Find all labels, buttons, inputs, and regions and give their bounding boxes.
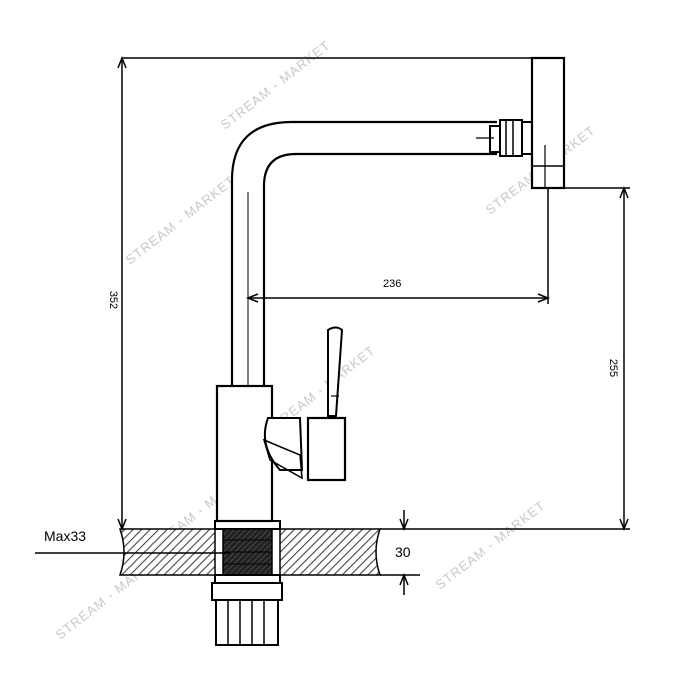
- dimension-label-255: 255: [607, 359, 619, 377]
- dimension-label-352: 352: [107, 291, 119, 309]
- dimension-352: [117, 55, 532, 532]
- watermark-text: STREAM - MARKET: [218, 37, 334, 132]
- dimension-255: [380, 185, 630, 532]
- dimension-label-max33: Max33: [44, 528, 86, 544]
- faucet-spout: [230, 120, 497, 386]
- dimension-236: [245, 188, 551, 304]
- faucet-body: [215, 384, 274, 523]
- dimension-label-236: 236: [383, 278, 401, 290]
- watermark-text: STREAM - MARKET: [433, 497, 549, 592]
- mounting-shank: [211, 520, 283, 646]
- watermark-text: STREAM - MARKET: [123, 172, 239, 267]
- outlet-block: [530, 56, 566, 190]
- lever-handle: [262, 326, 347, 482]
- dimension-30: [380, 510, 420, 595]
- dimension-label-30: 30: [395, 544, 411, 560]
- countertop: [118, 528, 382, 576]
